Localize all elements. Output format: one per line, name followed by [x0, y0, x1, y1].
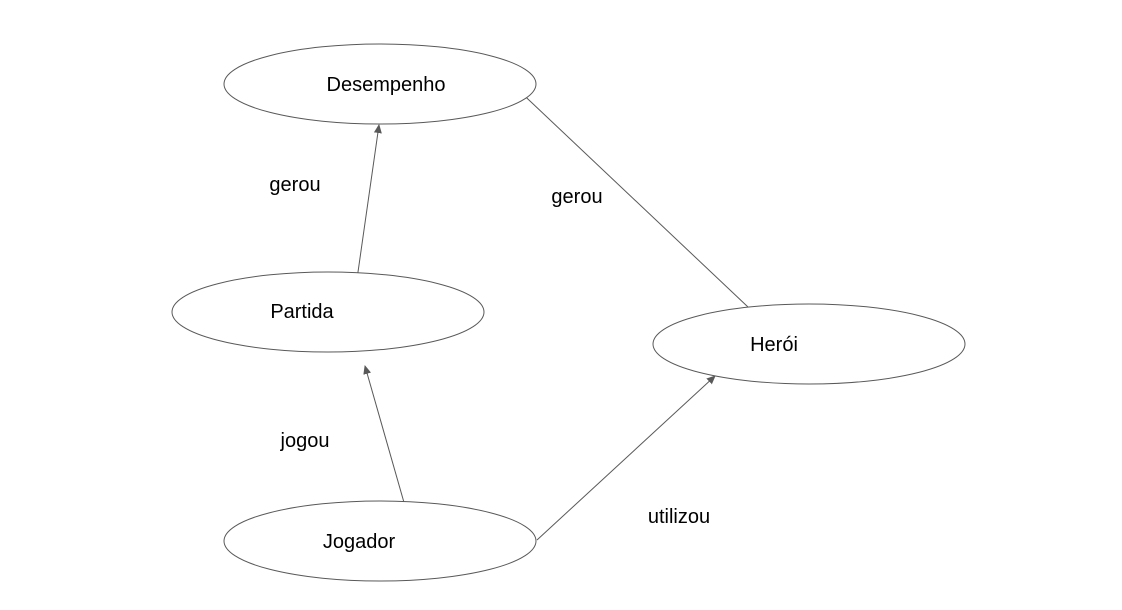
edge-jogador-partida	[363, 365, 408, 514]
node-desempenho[interactable]: Desempenho	[223, 43, 537, 125]
edge-label-jogador-partida: jogou	[280, 430, 330, 452]
node-heroi-label: Herói	[750, 334, 798, 356]
edge-label-jogador-heroi: utilizou	[648, 506, 710, 528]
node-jogador-label: Jogador	[323, 531, 396, 553]
edge-label-heroi-desempenho: gerou	[551, 186, 602, 208]
node-jogador-shape	[223, 500, 537, 582]
edge-partida-desempenho	[355, 124, 382, 287]
node-desempenho-label: Desempenho	[327, 74, 446, 96]
node-desempenho-shape	[223, 43, 537, 125]
edge-heroi-desempenho	[511, 83, 749, 308]
edge-jogador-heroi	[536, 375, 716, 541]
edge-label-partida-desempenho: gerou	[269, 174, 320, 196]
node-partida[interactable]: Partida	[171, 271, 485, 353]
node-partida-label: Partida	[270, 301, 334, 323]
node-heroi-shape	[652, 303, 966, 385]
node-heroi[interactable]: Herói	[652, 303, 966, 385]
node-jogador[interactable]: Jogador	[223, 500, 537, 582]
node-partida-shape	[171, 271, 485, 353]
